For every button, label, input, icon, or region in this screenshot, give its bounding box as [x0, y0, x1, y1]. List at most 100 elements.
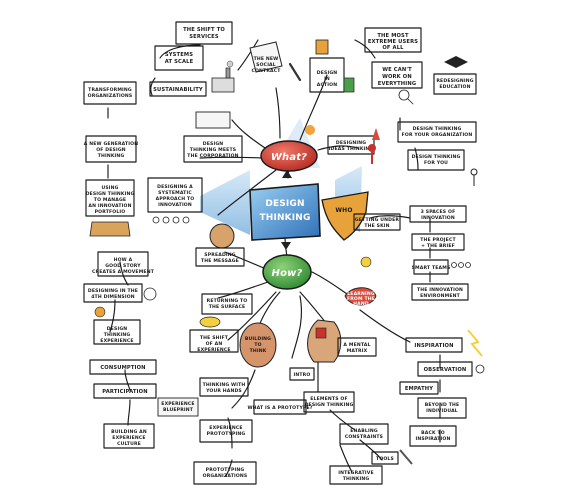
head-icon — [307, 319, 342, 363]
dot-accent — [305, 125, 315, 135]
svg-text:CONSUMPTION: CONSUMPTION — [100, 365, 145, 371]
lightbulb-icon — [360, 256, 372, 268]
center-title-line1: DESIGN — [265, 199, 304, 209]
book-icon — [89, 221, 131, 237]
node-inspiration: INSPIRATION — [405, 337, 463, 353]
person-icon — [470, 168, 478, 186]
factory-icon — [211, 60, 235, 93]
hub-who: WHO — [321, 191, 369, 241]
wrench-icon — [399, 449, 413, 465]
svg-text:THE PROJECT+ THE BRIEF: THE PROJECT+ THE BRIEF — [420, 237, 456, 249]
gear-icon — [152, 216, 190, 224]
lightning-icon — [467, 329, 483, 357]
node-observation: OBSERVATION — [417, 361, 485, 377]
building-icon — [195, 111, 231, 129]
magnifier-icon — [398, 89, 410, 101]
submarine-icon — [199, 316, 221, 328]
node-consumption: CONSUMPTION — [89, 359, 157, 375]
svg-text:INTRO: INTRO — [294, 372, 311, 378]
book-icon — [343, 77, 355, 93]
node-project-brief: THE PROJECT+ THE BRIEF — [411, 233, 465, 251]
node-tools: TOOLS — [371, 449, 413, 465]
person-icon — [368, 144, 376, 164]
center-box — [249, 183, 321, 241]
what-label: What? — [271, 152, 307, 163]
decor-accents — [305, 125, 483, 357]
center-node: DESIGN THINKING — [249, 170, 321, 250]
node-sustainability: SUSTAINABILITY — [149, 60, 235, 97]
head-icon — [209, 223, 235, 249]
svg-text:INSPIRATION: INSPIRATION — [414, 343, 453, 349]
svg-text:EMPATHY: EMPATHY — [405, 386, 433, 392]
clapper-icon — [315, 39, 329, 55]
team-icon — [451, 262, 471, 268]
svg-text:WHAT IS A PROTOTYPE?: WHAT IS A PROTOTYPE? — [247, 405, 312, 411]
shield-icon — [321, 191, 369, 241]
flag-icon — [372, 128, 380, 140]
svg-text:OBSERVATION: OBSERVATION — [424, 367, 467, 373]
who-label: WHO — [335, 207, 352, 214]
watch-icon — [143, 287, 157, 301]
pen-icon — [288, 62, 302, 82]
svg-text:TOOLS: TOOLS — [376, 456, 394, 462]
svg-text:PARTICIPATION: PARTICIPATION — [102, 389, 147, 395]
node-participation: PARTICIPATION — [93, 383, 157, 399]
node-what-prototype: WHAT IS A PROTOTYPE? — [247, 399, 313, 415]
svg-text:SUSTAINABILITY: SUSTAINABILITY — [153, 87, 203, 93]
how-label: How? — [272, 268, 303, 279]
lightbulb-icon — [94, 306, 106, 318]
node-intro: INTRO — [289, 367, 315, 381]
